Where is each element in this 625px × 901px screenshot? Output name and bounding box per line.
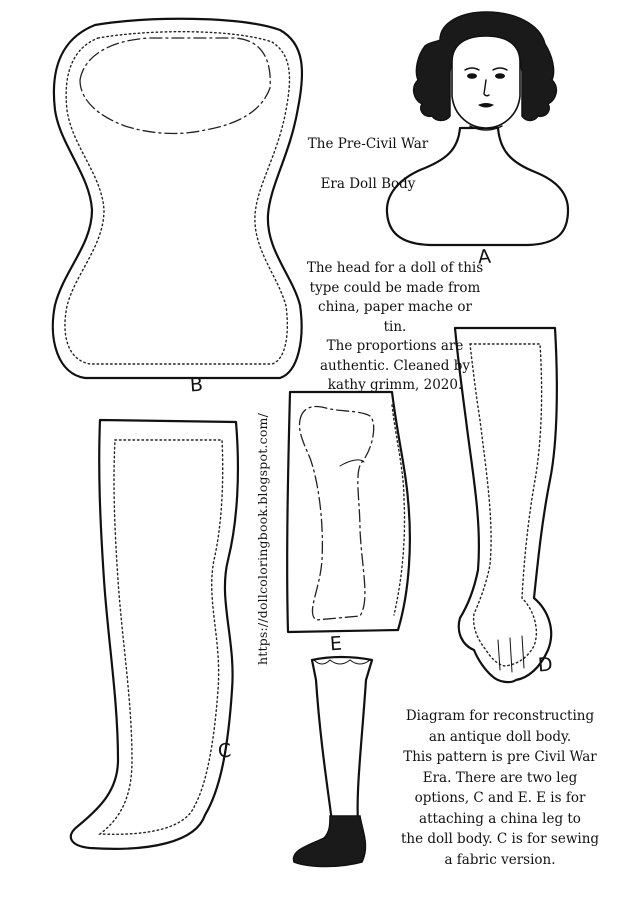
china-head-piece-a: [385, 11, 570, 247]
fabric-leg-piece-c: [69, 418, 240, 850]
diagram-description: Diagram for reconstructing an antique do…: [400, 708, 600, 868]
piece-label-b: B: [189, 373, 204, 397]
torso-pattern-piece-b: [51, 17, 304, 380]
piece-label-c: C: [217, 739, 233, 763]
china-leg-casing-piece-e: [286, 390, 411, 634]
title-line-2: Era Doll Body: [320, 176, 416, 192]
head-material-note: The head for a doll of this type could b…: [306, 260, 484, 393]
piece-label-e: E: [329, 632, 343, 656]
piece-label-d: D: [537, 653, 554, 677]
page-title: The Pre-Civil War Era Doll Body: [306, 114, 430, 214]
china-lower-leg-icon: [292, 655, 374, 868]
title-line-1: The Pre-Civil War: [307, 136, 429, 152]
arm-piece-d: [453, 326, 558, 684]
source-url: https://dollcoloringbook.blogspot.com/: [255, 412, 270, 665]
